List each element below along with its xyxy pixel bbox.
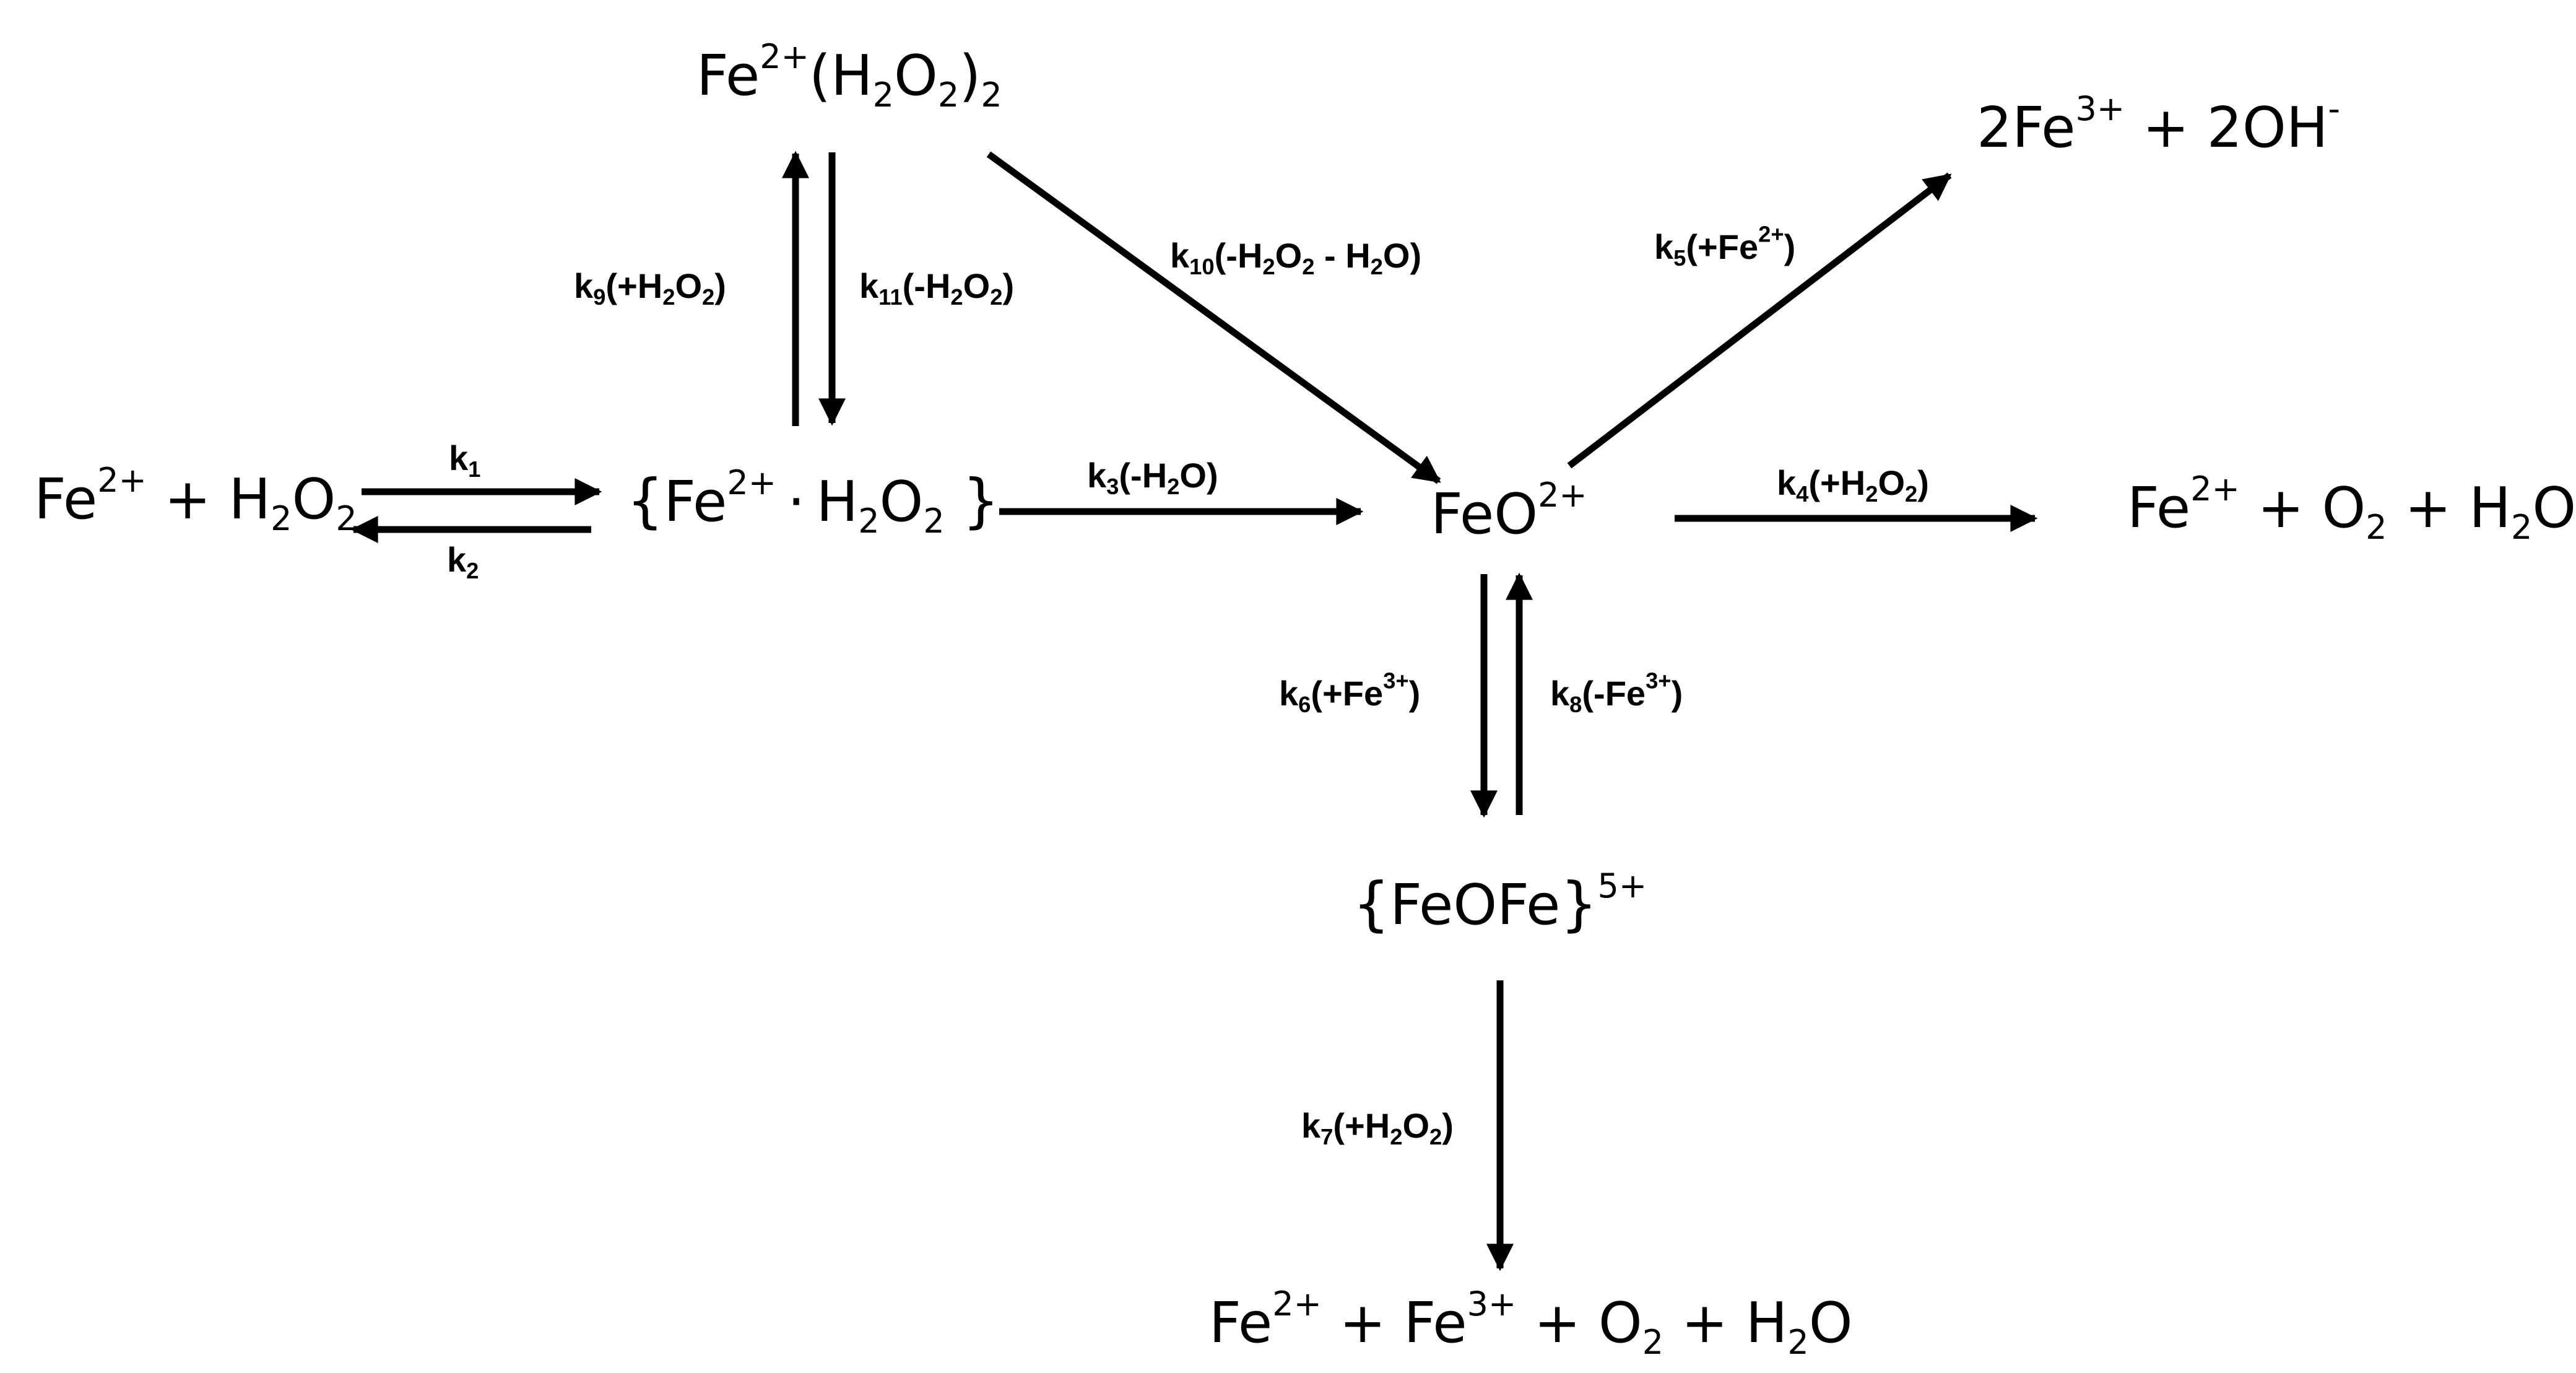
species-fe3-oh: 2Fe3+ + 2OH- [1977,89,2340,160]
rate-k4: k4(+H2O2) [1777,463,1929,507]
arrow-k10 [986,151,1441,484]
rate-k11: k11(-H2O2) [859,266,1015,310]
rate-k5: k5(+Fe2+) [1654,221,1796,271]
species-fe2-h2o2: Fe2+ + H2O2 [34,460,357,538]
species-fe2-h2o2-complex: {Fe2+ · H2O2 } [627,463,1000,541]
species-final-products: Fe2+ + Fe3+ + O2 + H2O [1209,1284,1853,1362]
rate-k1: k1 [449,438,481,482]
species-fe2-bis-h2o2: Fe2+(H2O2)2 [696,37,1002,115]
arrow-k5 [1567,172,1952,469]
rate-k9: k9(+H2O2) [574,266,726,310]
rate-k6: k6(+Fe3+) [1279,668,1421,717]
species-feofe: {FeOFe}5+ [1353,866,1647,938]
rate-k3: k3(-H2O) [1087,456,1218,499]
species-feo2: FeO2+ [1431,475,1587,547]
species-fe2-o2-h2o: Fe2+ + O2 + H2O [2127,469,2576,547]
rate-k2: k2 [447,540,479,583]
rate-k8: k8(-Fe3+) [1550,668,1683,717]
rate-k10: k10(-H2O2 - H2O) [1170,236,1422,279]
rate-k7: k7(+H2O2) [1301,1106,1454,1149]
